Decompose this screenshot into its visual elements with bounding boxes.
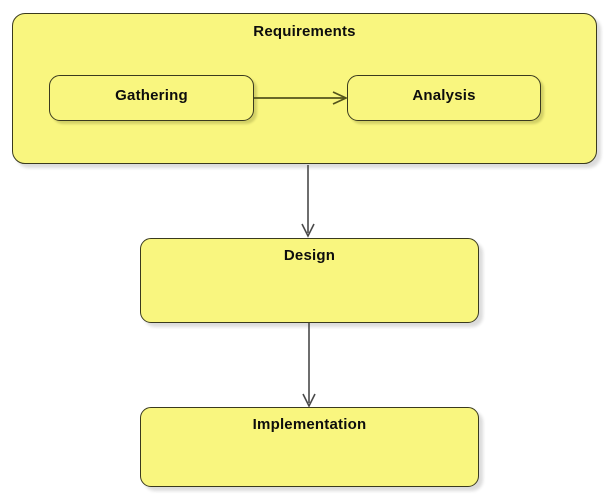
node-analysis: Analysis bbox=[347, 75, 541, 121]
edge-design-to-implementation bbox=[302, 323, 316, 408]
node-design-label: Design bbox=[283, 247, 336, 264]
node-analysis-label: Analysis bbox=[412, 87, 476, 104]
node-gathering-label: Gathering bbox=[115, 87, 188, 104]
node-requirements-label: Requirements bbox=[253, 23, 356, 40]
node-implementation: Implementation bbox=[140, 407, 479, 487]
node-design: Design bbox=[140, 238, 479, 323]
edge-requirements-to-design bbox=[301, 165, 315, 238]
node-gathering: Gathering bbox=[49, 75, 254, 121]
node-implementation-label: Implementation bbox=[252, 416, 367, 433]
